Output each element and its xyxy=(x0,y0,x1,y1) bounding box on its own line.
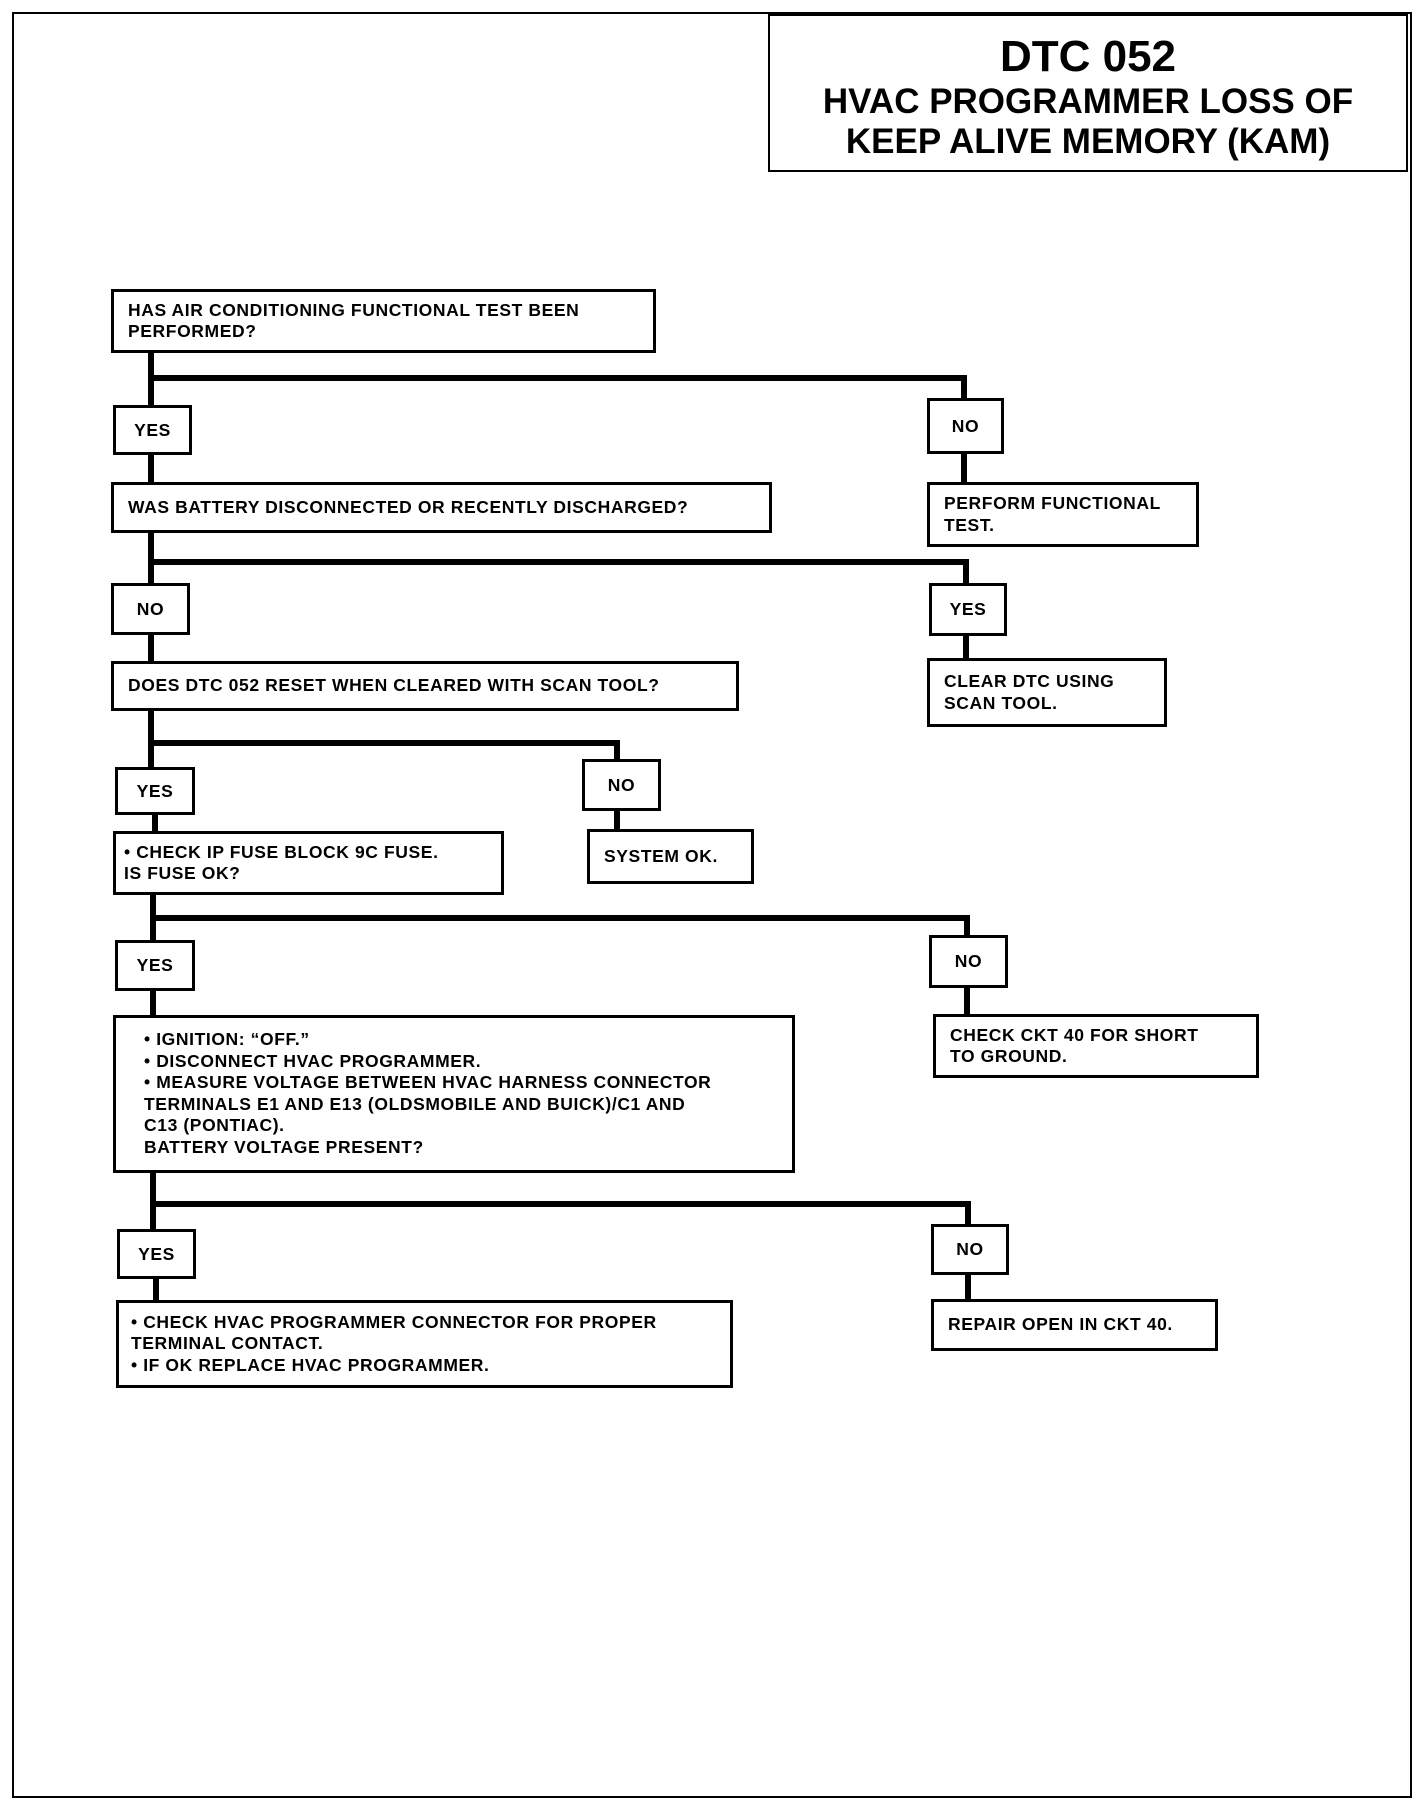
q1-box: HAS AIR CONDITIONING FUNCTIONAL TEST BEE… xyxy=(111,289,656,353)
replace-programmer-box: • CHECK HVAC PROGRAMMER CONNECTOR FOR PR… xyxy=(116,1300,733,1388)
clear-dtc-box: CLEAR DTC USING SCAN TOOL. xyxy=(927,658,1167,727)
q3-box: DOES DTC 052 RESET WHEN CLEARED WITH SCA… xyxy=(111,661,739,711)
check-ckt40-short-box: CHECK CKT 40 FOR SHORT TO GROUND. xyxy=(933,1014,1259,1078)
system-ok-box: SYSTEM OK. xyxy=(587,829,754,884)
q1-no-label: NO xyxy=(927,398,1004,454)
q1-yes-label: YES xyxy=(113,405,192,455)
title-block: DTC 052 HVAC PROGRAMMER LOSS OF KEEP ALI… xyxy=(768,14,1408,172)
q2-yes-label: YES xyxy=(929,583,1007,636)
perform-functional-test-box: PERFORM FUNCTIONAL TEST. xyxy=(927,482,1199,547)
repair-open-ckt40-box: REPAIR OPEN IN CKT 40. xyxy=(931,1299,1218,1351)
q2-no-label: NO xyxy=(111,583,190,635)
dtc-title-line-1: HVAC PROGRAMMER LOSS OF xyxy=(822,82,1354,121)
q4-box: • CHECK IP FUSE BLOCK 9C FUSE. IS FUSE O… xyxy=(113,831,504,895)
dtc-code: DTC 052 xyxy=(999,32,1177,81)
dtc-title-line-2: KEEP ALIVE MEMORY (KAM) xyxy=(845,122,1331,161)
q5-box: • IGNITION: “OFF.” • DISCONNECT HVAC PRO… xyxy=(113,1015,795,1173)
q5-yes-label: YES xyxy=(117,1229,196,1279)
q4-no-label: NO xyxy=(929,935,1008,988)
q3-no-label: NO xyxy=(582,759,661,811)
page-border xyxy=(12,12,1412,1798)
q3-yes-label: YES xyxy=(115,767,195,815)
q4-yes-label: YES xyxy=(115,940,195,991)
q2-box: WAS BATTERY DISCONNECTED OR RECENTLY DIS… xyxy=(111,482,772,533)
q5-no-label: NO xyxy=(931,1224,1009,1275)
